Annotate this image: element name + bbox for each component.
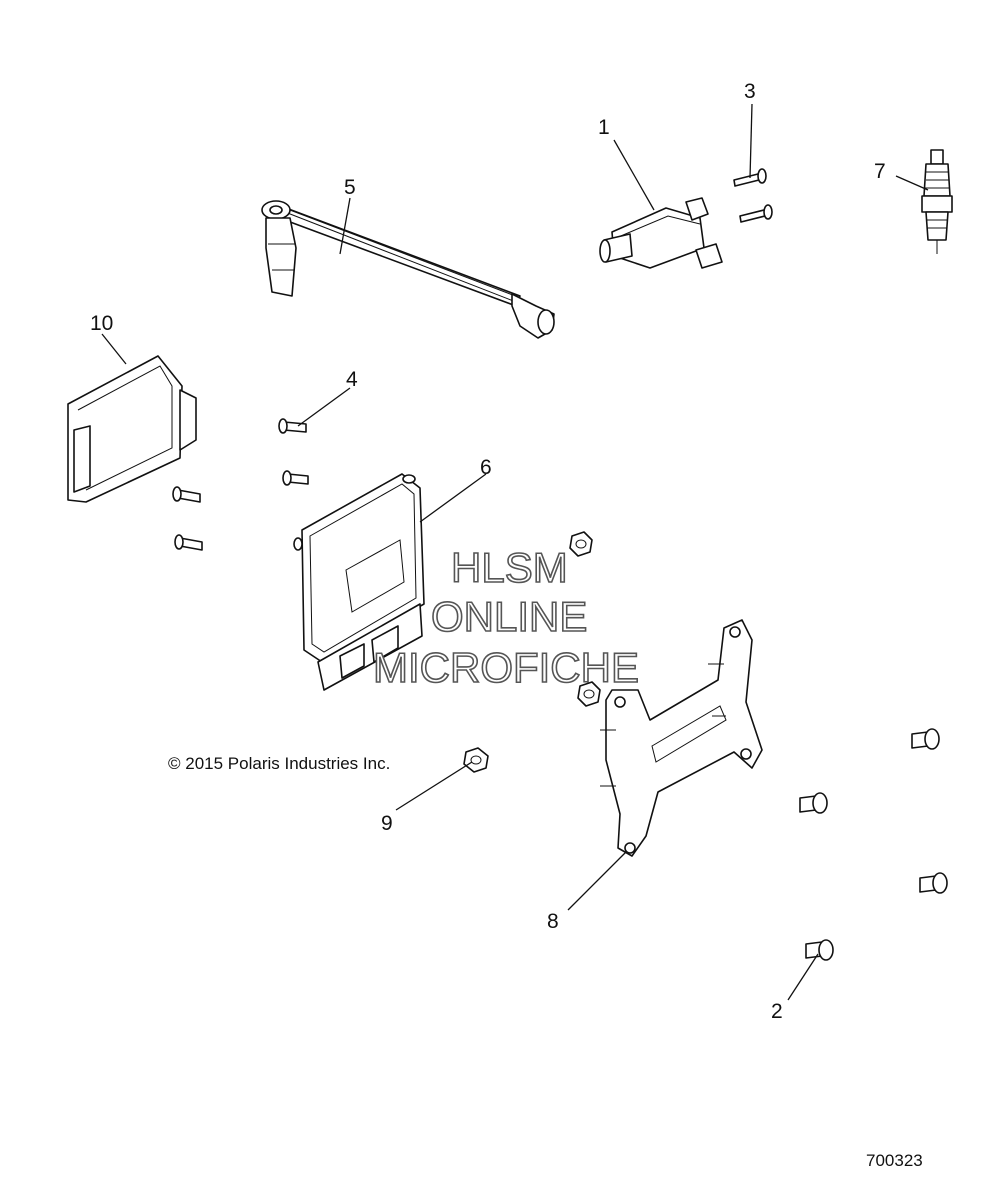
shield-bracket-part [67,355,197,503]
coil-bolts-part [733,168,773,223]
watermark: HLSM ONLINE MICROFICHE [372,543,640,692]
mounting-plate-part [600,619,763,857]
callout-9: 9 [381,812,393,835]
leader-lines [101,103,929,1001]
copyright-text: © 2015 Polaris Industries Inc. [168,754,390,773]
watermark-line-2: ONLINE [431,593,587,640]
ecu-part [293,473,425,691]
callout-7: 7 [874,160,886,183]
watermark-line-1: HLSM [451,544,568,591]
spark-plug-part [921,149,953,254]
callout-1: 1 [598,116,610,139]
callout-4: 4 [346,368,358,391]
ignition-coil-part [599,197,723,269]
screws-part [172,418,309,551]
callout-2: 2 [771,1000,783,1023]
flange-bolts-part [799,728,948,961]
callout-5: 5 [344,176,356,199]
callout-numbers: 1 2 3 4 5 6 7 8 9 10 [90,80,886,1023]
callout-3: 3 [744,80,756,103]
callout-8: 8 [547,910,559,933]
ignition-lead-part [261,200,555,339]
figure-number: 700323 [866,1151,923,1170]
nuts-part [463,531,601,773]
watermark-line-3: MICROFICHE [373,644,639,691]
callout-10: 10 [90,312,113,335]
callout-6: 6 [480,456,492,479]
